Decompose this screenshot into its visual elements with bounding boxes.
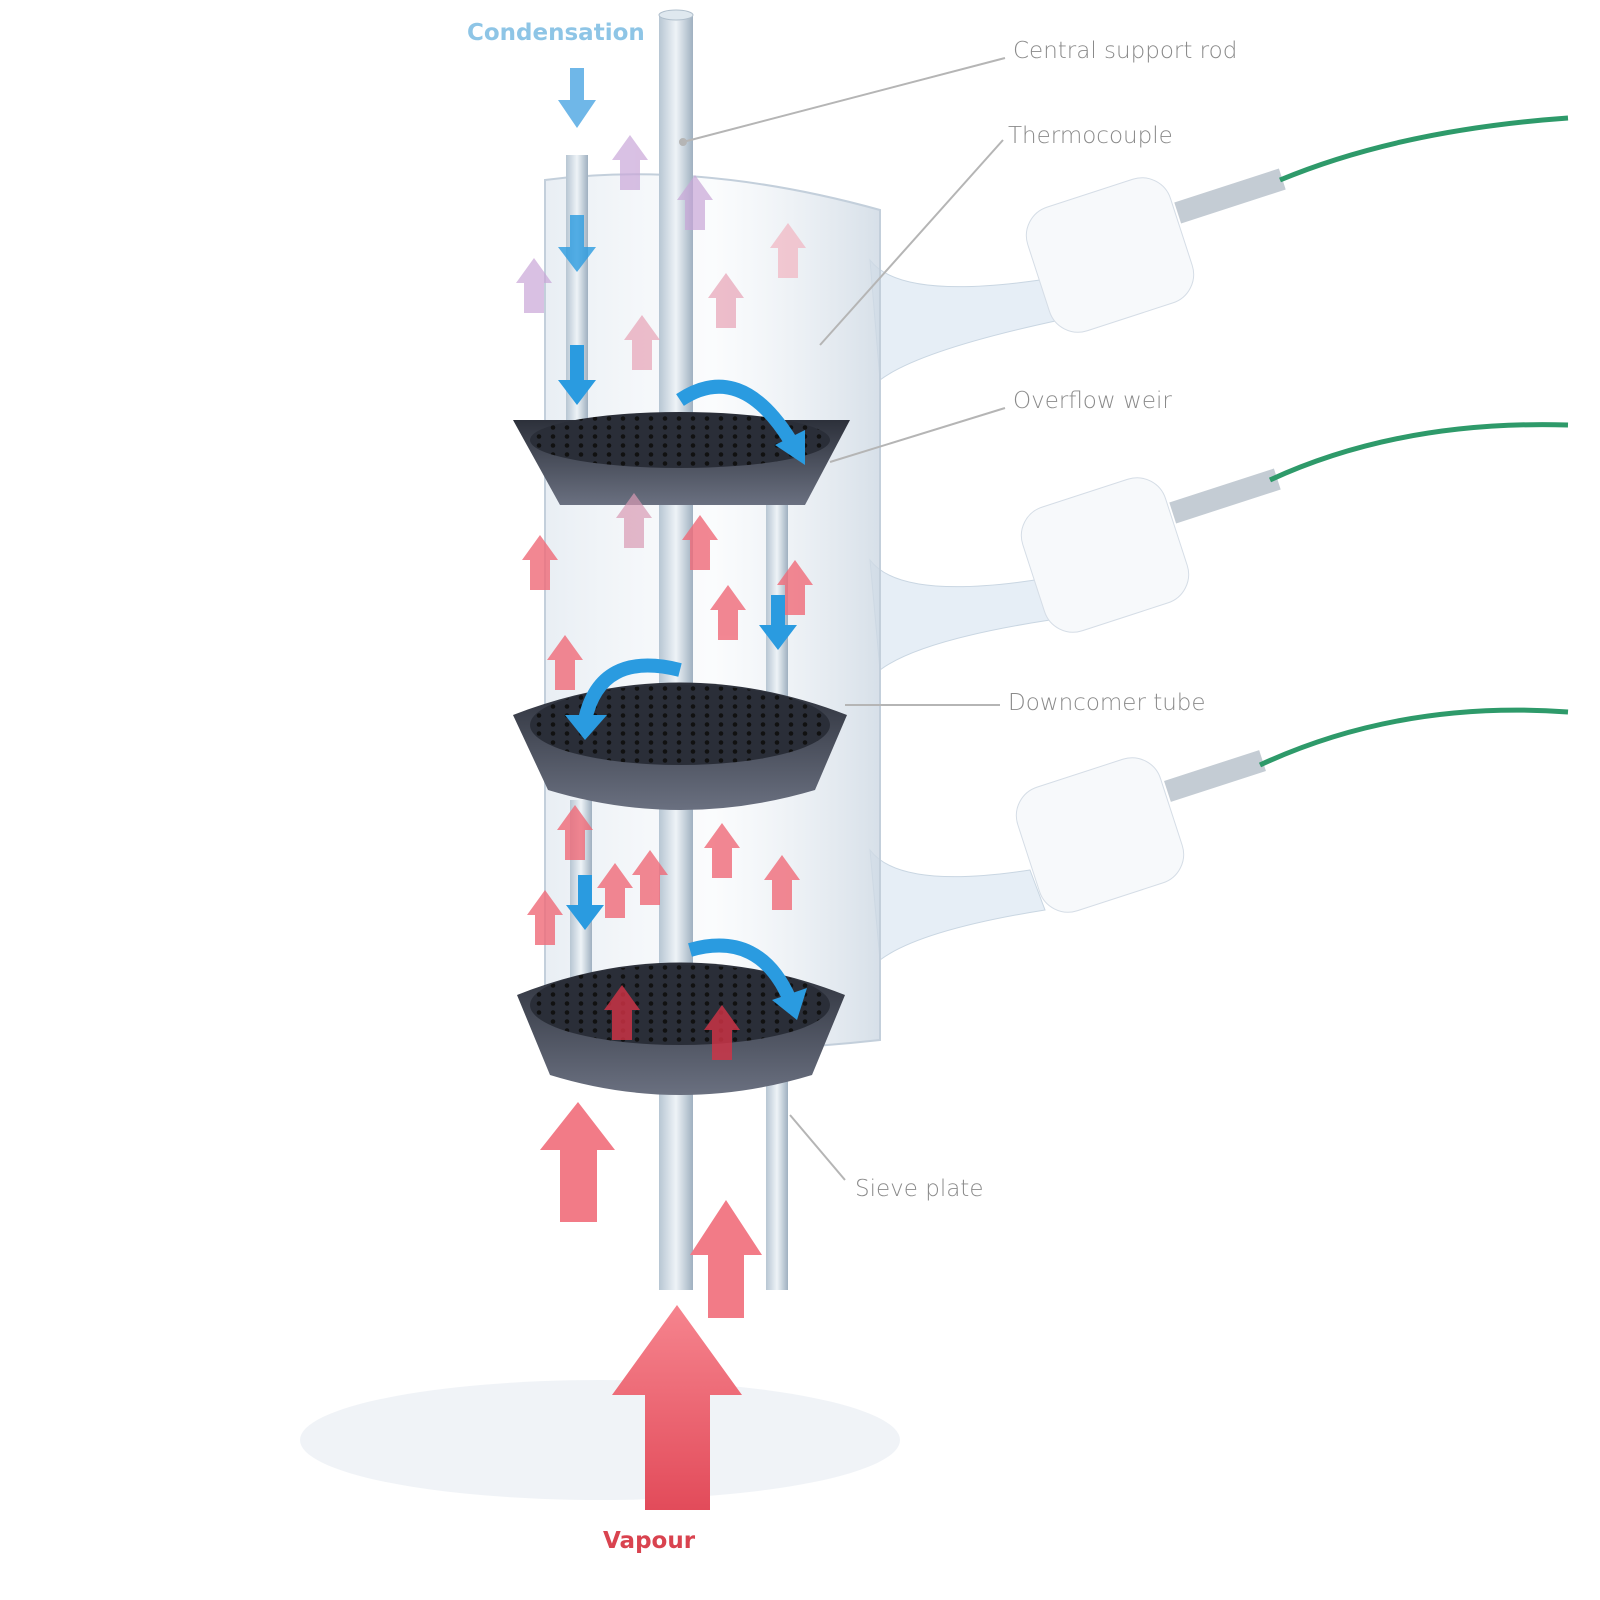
- thermocouple-wire-3: [1258, 707, 1569, 768]
- downcomer-tube-top: [566, 155, 588, 455]
- vapour-main-arrow: [612, 1305, 742, 1510]
- overflow-weir-label: Overflow weir: [1013, 388, 1172, 414]
- thermocouple-wire-2: [1268, 422, 1569, 483]
- sieve-plate-1: [513, 412, 850, 505]
- vapour-label: Vapour: [603, 1528, 696, 1554]
- condensation-arrow: [558, 68, 596, 128]
- leader-lines: [679, 57, 1006, 1181]
- thermocouple-label: Thermocouple: [1008, 123, 1173, 149]
- liquid-flow-arrows: [558, 68, 807, 1020]
- thermocouple-port-3: [869, 707, 1569, 961]
- thermocouple-port-1: [869, 115, 1569, 381]
- floor-shadow: [300, 1380, 900, 1500]
- central-support-rod-label: Central support rod: [1013, 38, 1238, 64]
- condensation-label: Condensation: [467, 20, 645, 46]
- thermocouple-ports: [869, 115, 1569, 961]
- glass-column: [544, 173, 881, 1051]
- thermocouple-wire-1: [1279, 115, 1569, 183]
- sieve-plate-3: [517, 962, 845, 1095]
- sieve-plate-label: Sieve plate: [855, 1176, 984, 1202]
- sieve-plate-2: [513, 682, 847, 810]
- downcomer-tube-label: Downcomer tube: [1008, 690, 1206, 716]
- thermocouple-port-2: [869, 422, 1569, 671]
- vapour-flow-arrows: [516, 135, 813, 1510]
- downcomer-tube-outlet: [766, 1080, 788, 1290]
